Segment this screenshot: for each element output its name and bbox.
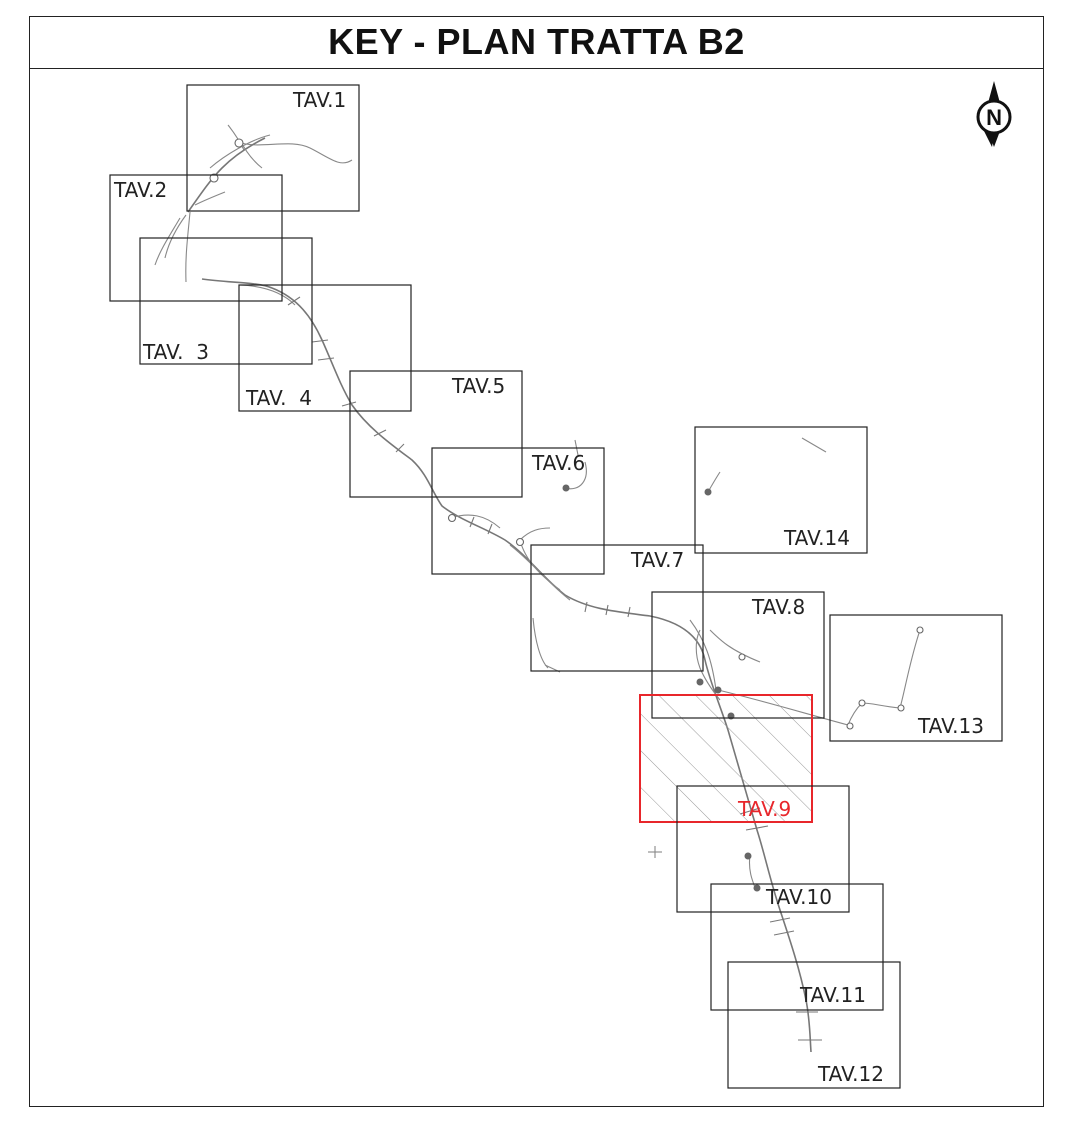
sheet-tav6-label: TAV.6 xyxy=(531,451,585,475)
sheet-tav2-label: TAV.2 xyxy=(113,178,167,202)
sheet-tav9-hatch xyxy=(640,695,812,822)
title-bar: KEY - PLAN TRATTA B2 xyxy=(29,16,1044,69)
sheet-tav11-label: TAV.11 xyxy=(799,983,866,1007)
sheet-tav10-frame[interactable] xyxy=(676,785,850,913)
sheet-tav12-frame[interactable] xyxy=(727,961,901,1089)
sheet-tav4-label: TAV. 4 xyxy=(245,386,312,410)
sheet-tav9-label: TAV.9 xyxy=(737,797,791,821)
sheet-tav1-label: TAV.1 xyxy=(292,88,346,112)
sheet-tav1-frame[interactable] xyxy=(186,84,360,212)
sheet-tav9-frame[interactable] xyxy=(639,694,813,823)
sheet-tav8-label: TAV.8 xyxy=(751,595,805,619)
sheet-tav5-frame[interactable] xyxy=(349,370,523,498)
sheet-tav5-label: TAV.5 xyxy=(451,374,505,398)
sheet-tav13-frame[interactable] xyxy=(829,614,1003,742)
sheet-tav6-frame[interactable] xyxy=(431,447,605,575)
page-title: KEY - PLAN TRATTA B2 xyxy=(328,21,745,62)
sheet-tav12-label: TAV.12 xyxy=(817,1062,884,1086)
sheet-tav13-label: TAV.13 xyxy=(917,714,984,738)
sheet-tav14-frame[interactable] xyxy=(694,426,868,554)
sheet-tav7-frame[interactable] xyxy=(530,544,704,672)
route-alignment xyxy=(154,124,924,1053)
sheet-tav10-label: TAV.10 xyxy=(765,885,832,909)
sheet-tav7-label: TAV.7 xyxy=(630,548,684,572)
sheet-tav4-frame[interactable] xyxy=(238,284,412,412)
sheet-tav3-frame[interactable] xyxy=(139,237,313,365)
north-arrow-letter: N xyxy=(986,105,1002,130)
sheet-tav8-frame[interactable] xyxy=(651,591,825,719)
sheet-tav14-label: TAV.14 xyxy=(783,526,850,550)
drawing-frame xyxy=(29,16,1044,1107)
sheet-tav11-frame[interactable] xyxy=(710,883,884,1011)
sheet-tav3-label: TAV. 3 xyxy=(142,340,209,364)
north-arrow-icon: N xyxy=(976,81,1012,147)
